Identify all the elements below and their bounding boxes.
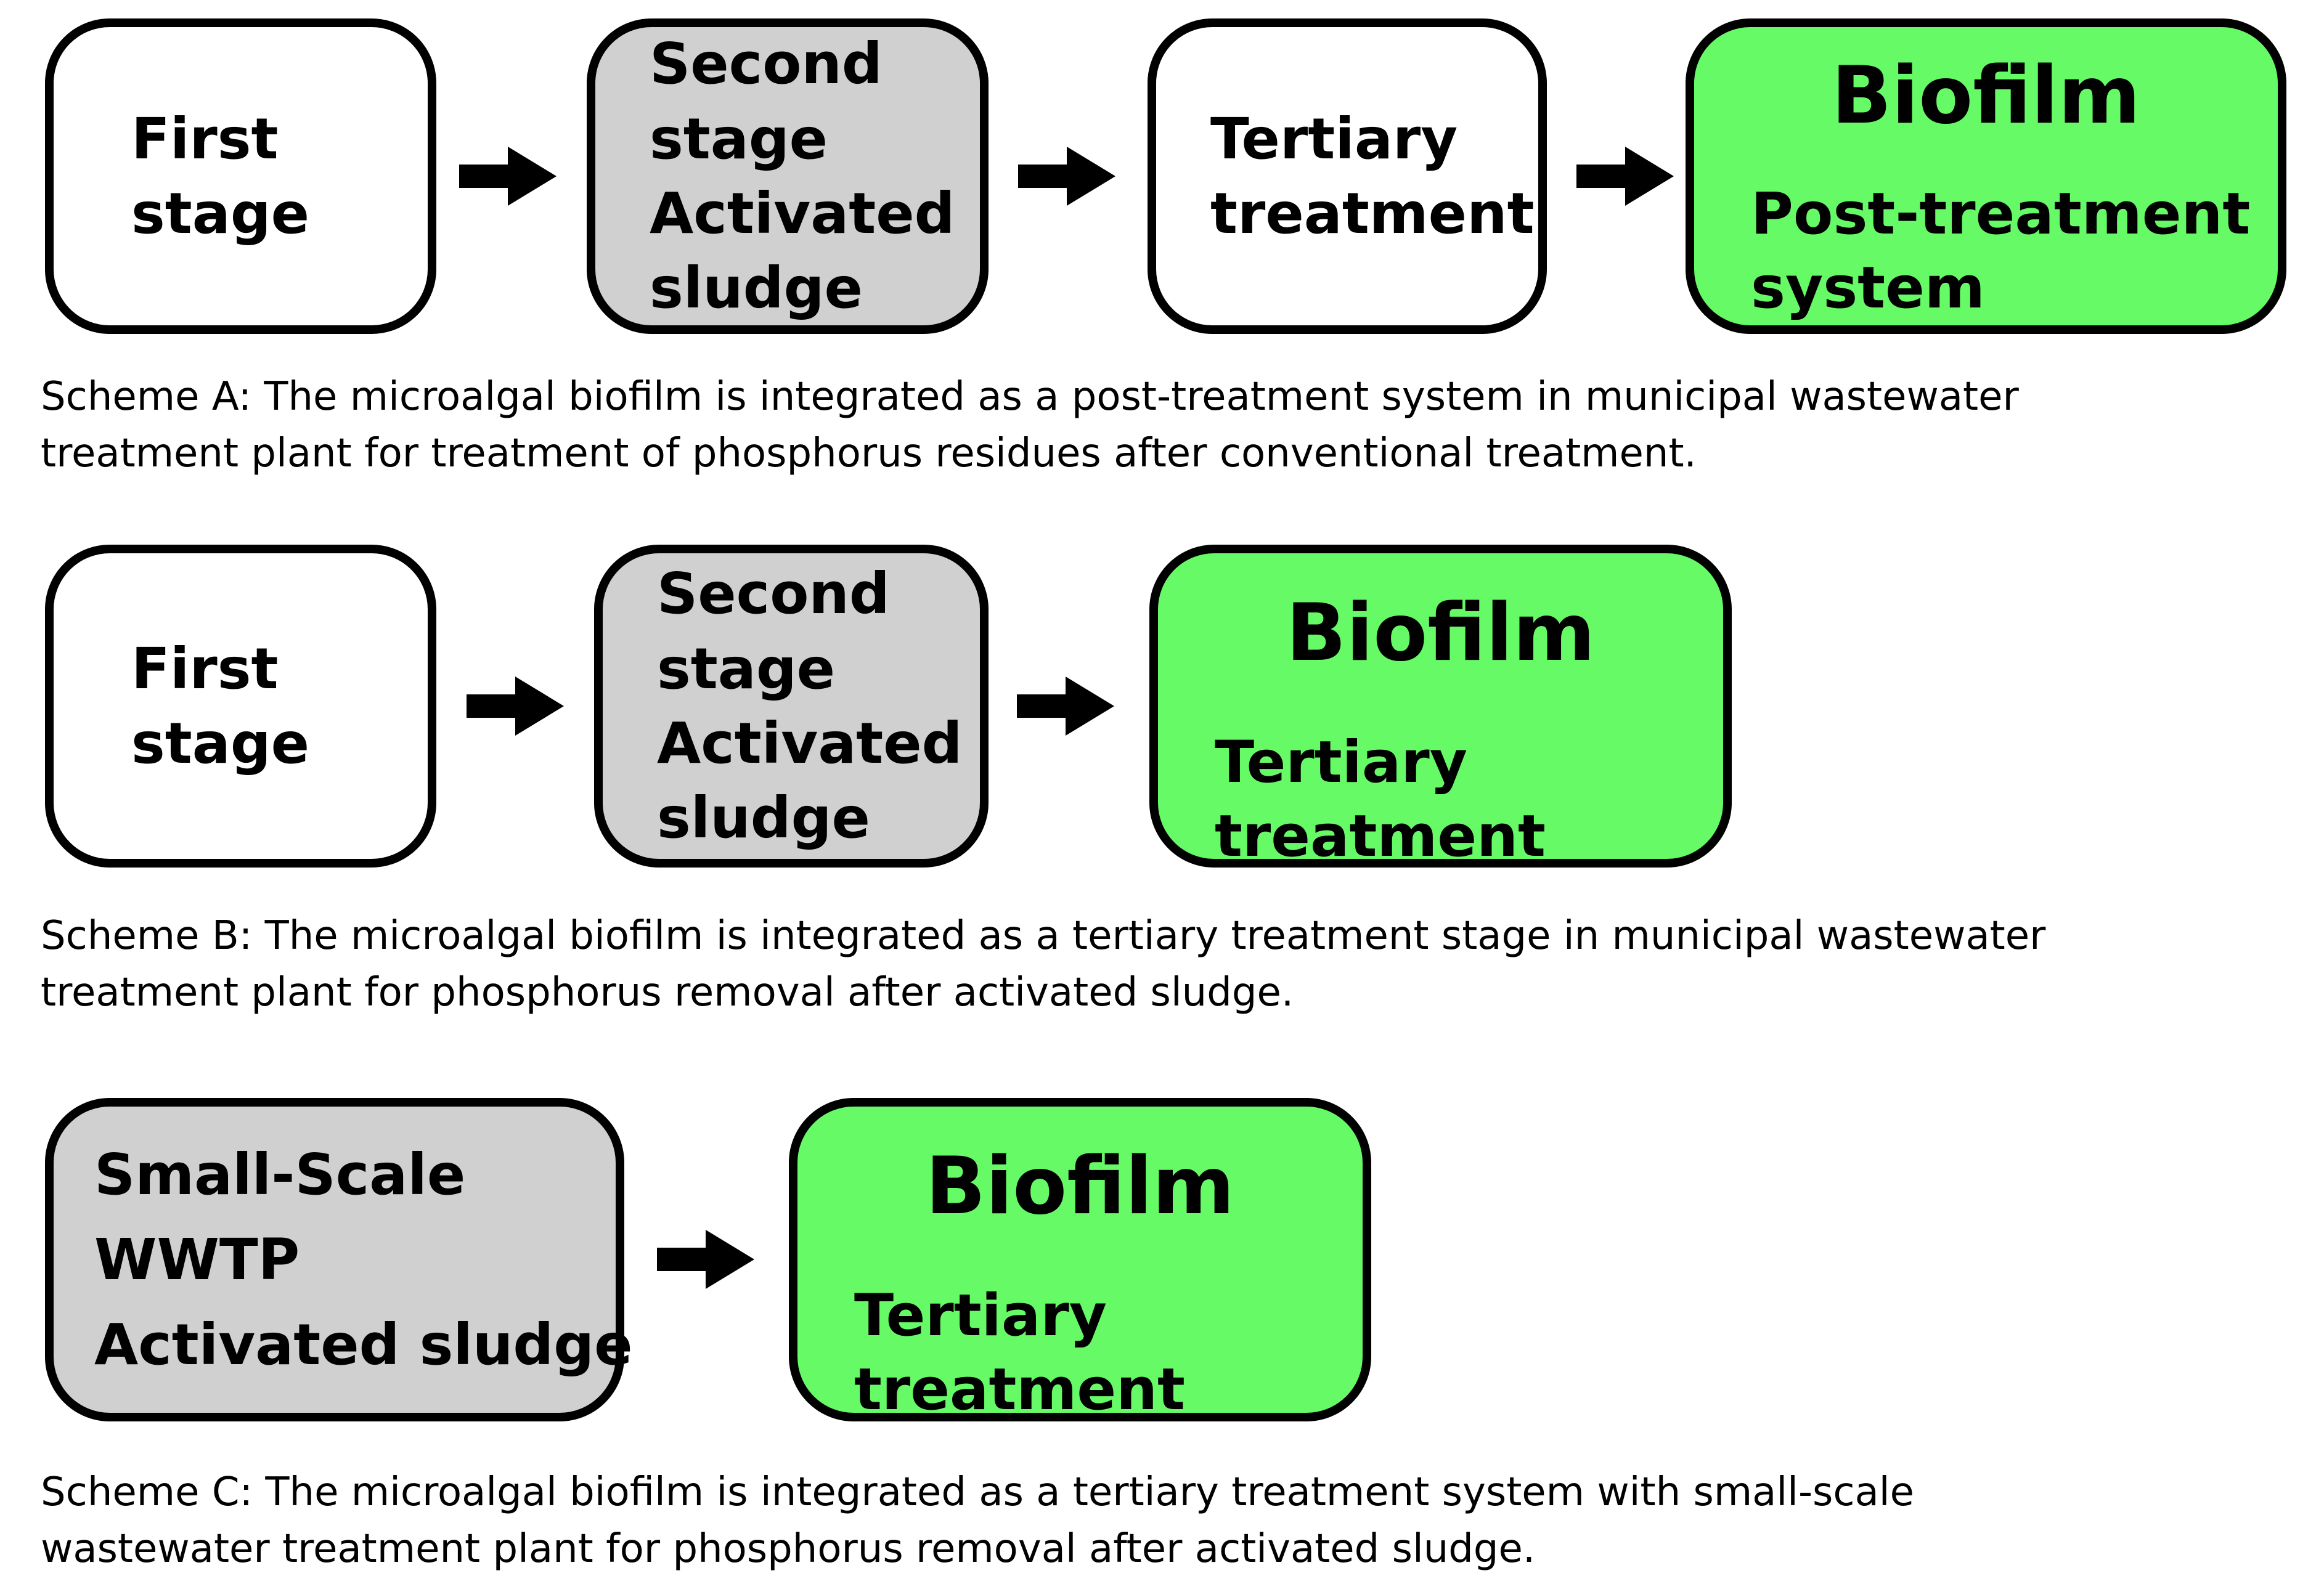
flow-arrow-icon — [459, 147, 557, 206]
flow-arrow-icon — [657, 1230, 754, 1289]
box-label: First stage — [131, 635, 310, 776]
box-label: First stage — [131, 105, 310, 246]
scheme-b-box-first-stage: First stage — [45, 545, 436, 868]
flow-arrow-icon — [1018, 147, 1115, 206]
scheme-c-box-small-scale-wwtp: Small-Scale WWTP Activated sludge — [45, 1098, 633, 1421]
scheme-c-box-biofilm-tertiary: Biofilm Tertiary treatment — [789, 1098, 1371, 1423]
scheme-a-box-biofilm-post-treatment: Biofilm Post-treatment system — [1686, 18, 2286, 334]
box-label: Tertiary treatment — [1210, 105, 1535, 246]
box-label: Small-Scale WWTP Activated sludge — [94, 1141, 633, 1378]
biofilm-title: Biofilm — [925, 1140, 1235, 1232]
box-label: Tertiary treatment — [854, 1282, 1185, 1424]
biofilm-title: Biofilm — [1831, 50, 2141, 142]
box-label: Post-treatment system — [1751, 181, 2251, 322]
scheme-a-caption: Scheme A: The microalgal biofilm is inte… — [41, 374, 2019, 477]
box-label: Tertiary treatment — [1215, 729, 1546, 871]
scheme-b-caption: Scheme B: The microalgal biofilm is inte… — [41, 913, 2046, 1016]
flow-arrow-icon — [1576, 147, 1674, 206]
flow-arrow-icon — [1017, 677, 1114, 736]
scheme-b-box-biofilm-tertiary: Biofilm Tertiary treatment — [1149, 545, 1732, 870]
scheme-a-box-second-stage: Second stage Activated sludge — [587, 18, 989, 334]
scheme-c-caption: Scheme C: The microalgal biofilm is inte… — [41, 1469, 1914, 1572]
scheme-a-box-tertiary-treatment: Tertiary treatment — [1148, 18, 1547, 334]
scheme-a-box-first-stage: First stage — [45, 18, 436, 334]
flow-arrow-icon — [467, 677, 564, 736]
biofilm-title: Biofilm — [1286, 587, 1596, 679]
box-label: Second stage Activated sludge — [650, 31, 955, 322]
box-label: Second stage Activated sludge — [657, 561, 963, 851]
scheme-b-box-second-stage: Second stage Activated sludge — [594, 545, 989, 868]
